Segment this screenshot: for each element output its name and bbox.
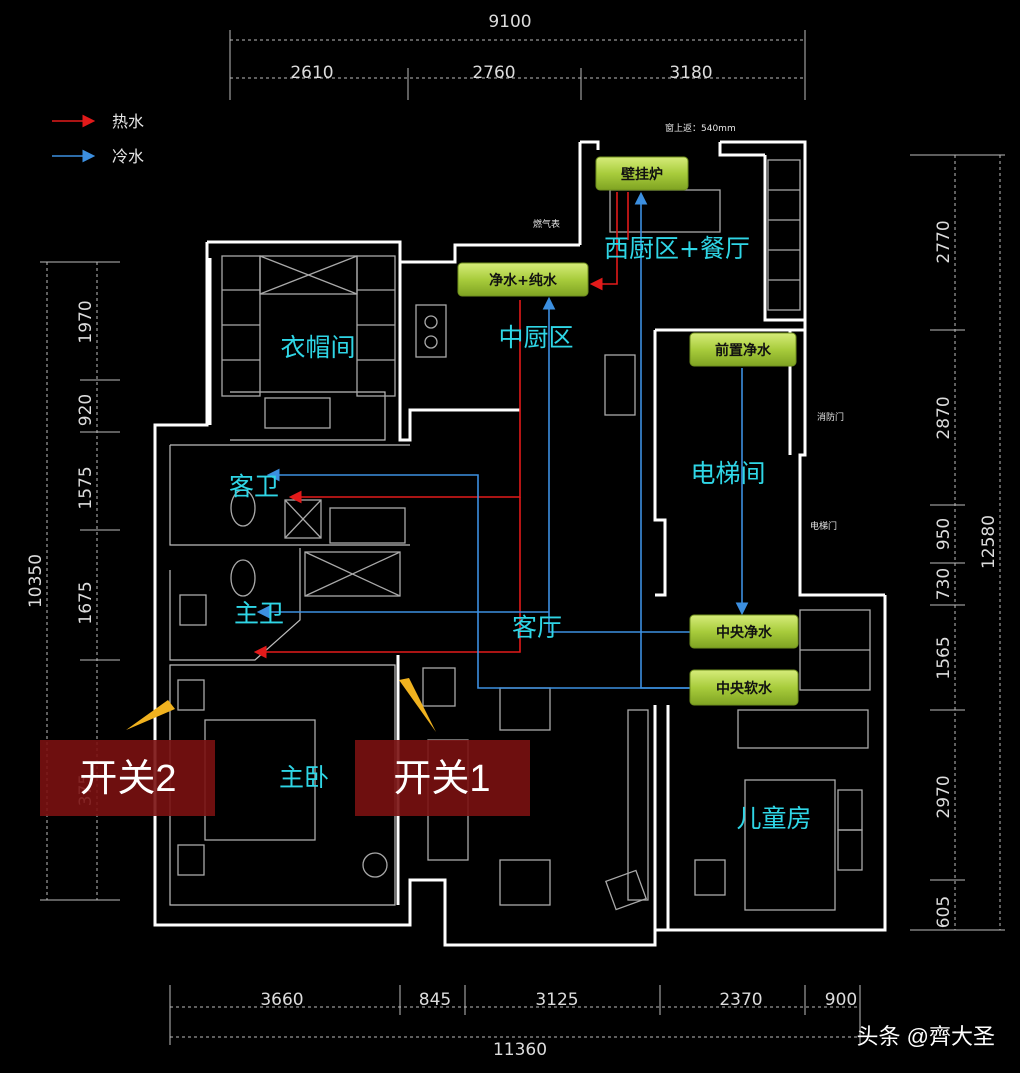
prefilter-box: 前置净水: [689, 332, 797, 367]
room-label-center-kitchen: 中厨区: [498, 323, 573, 352]
cold-water-legend-label: 冷水: [112, 147, 144, 166]
walls: [153, 140, 887, 947]
window-note-label: 窗上返：540mm: [665, 122, 736, 134]
dim-left-total: 10350: [26, 554, 46, 608]
dim-bottom-seg-2: 845: [419, 990, 451, 1010]
room-label-elevator-hall: 电梯间: [690, 459, 765, 488]
right-dimensions: 12580 2770 2870 950 730 1565 2970 605: [910, 154, 1005, 931]
dim-right-seg-4: 730: [934, 568, 954, 600]
switch-2-arrow: [126, 700, 175, 730]
room-label-western-kitchen: 西厨区+餐厅: [604, 234, 750, 263]
central-softener-box: 中央软水: [689, 669, 799, 706]
switch-2-box: [40, 740, 215, 816]
central-softener-label: 中央软水: [716, 680, 773, 697]
switch-2-label: 开关2: [79, 758, 176, 800]
left-dimensions: 10350 1970 920 1575 1675 375: [26, 261, 120, 901]
dim-right-seg-1: 2770: [934, 220, 954, 263]
prefilter-label: 前置净水: [715, 342, 772, 359]
boiler-box: 壁挂炉: [595, 156, 689, 191]
switch-1-arrow: [399, 678, 436, 732]
dim-left-seg-4: 1675: [76, 581, 96, 624]
room-labels: 衣帽间 中厨区 西厨区+餐厅 电梯间 客卫 主卫 客厅 主卧 儿童房: [229, 234, 812, 833]
credit-watermark: 头条 @齊大圣: [857, 1024, 995, 1049]
dim-right-seg-2: 2870: [934, 396, 954, 439]
dim-right-seg-3: 950: [934, 518, 954, 550]
dim-left-seg-3: 1575: [76, 466, 96, 509]
dim-top-seg-3: 3180: [669, 63, 712, 83]
dim-right-seg-6: 2970: [934, 775, 954, 818]
cold-pipe-purifier-to-kitchen: [542, 296, 698, 633]
dim-bottom-seg-5: 900: [825, 990, 857, 1010]
elevator-door-label: 电梯门: [810, 520, 837, 532]
switch-2-callout: 开关2: [40, 700, 215, 816]
gas-meter-label: 燃气表: [533, 218, 560, 230]
dim-left-seg-1: 1970: [76, 300, 96, 343]
dim-left-seg-2: 920: [76, 394, 96, 426]
fire-door-label: 消防门: [817, 411, 844, 423]
top-dimensions: 9100 2610 2760 3180: [229, 12, 806, 100]
room-label-cloakroom: 衣帽间: [280, 333, 355, 362]
hot-water-legend-label: 热水: [112, 112, 144, 131]
purifier-pure-label: 净水+纯水: [489, 272, 558, 289]
cold-water-pipes: [256, 191, 749, 689]
room-label-master-bedroom: 主卧: [279, 763, 329, 792]
room-label-guest-bath: 客卫: [229, 472, 279, 501]
room-label-living-room: 客厅: [512, 613, 562, 642]
dim-right-seg-5: 1565: [934, 636, 954, 679]
dim-bottom-seg-1: 3660: [260, 990, 303, 1010]
dim-top-seg-2: 2760: [472, 63, 515, 83]
equipment: 壁挂炉 净水+纯水 前置净水 中央净水 中央软水: [457, 156, 799, 706]
switch-1-label: 开关1: [393, 758, 490, 800]
switch-1-box: [355, 740, 530, 816]
hot-water-pipes: [253, 192, 629, 659]
bottom-dimensions: 3660 845 3125 2370 900 11360: [169, 985, 861, 1060]
legend: 热水 冷水: [52, 112, 144, 166]
room-label-master-bath: 主卫: [234, 599, 284, 628]
dim-top-seg-1: 2610: [290, 63, 333, 83]
dim-bottom-total: 11360: [493, 1040, 547, 1060]
dim-right-seg-7: 605: [934, 896, 954, 928]
central-purifier-box: 中央净水: [689, 614, 799, 649]
switch-1-callout: 开关1: [355, 678, 530, 816]
cold-pipe-softener-to-boiler: [634, 191, 698, 689]
central-purifier-label: 中央净水: [716, 624, 773, 641]
dim-right-total: 12580: [979, 515, 999, 569]
room-label-kids-room: 儿童房: [736, 804, 811, 833]
hot-pipe-to-master-bath: [253, 497, 521, 659]
cold-pipe-to-guest-bath: [266, 468, 698, 689]
hot-pipe-boiler-to-purifier: [589, 192, 618, 291]
dim-bottom-seg-4: 2370: [719, 990, 762, 1010]
boiler-label: 壁挂炉: [621, 166, 663, 183]
dim-bottom-seg-3: 3125: [535, 990, 578, 1010]
purifier-pure-box: 净水+纯水: [457, 262, 589, 297]
dim-top-total: 9100: [488, 12, 531, 32]
